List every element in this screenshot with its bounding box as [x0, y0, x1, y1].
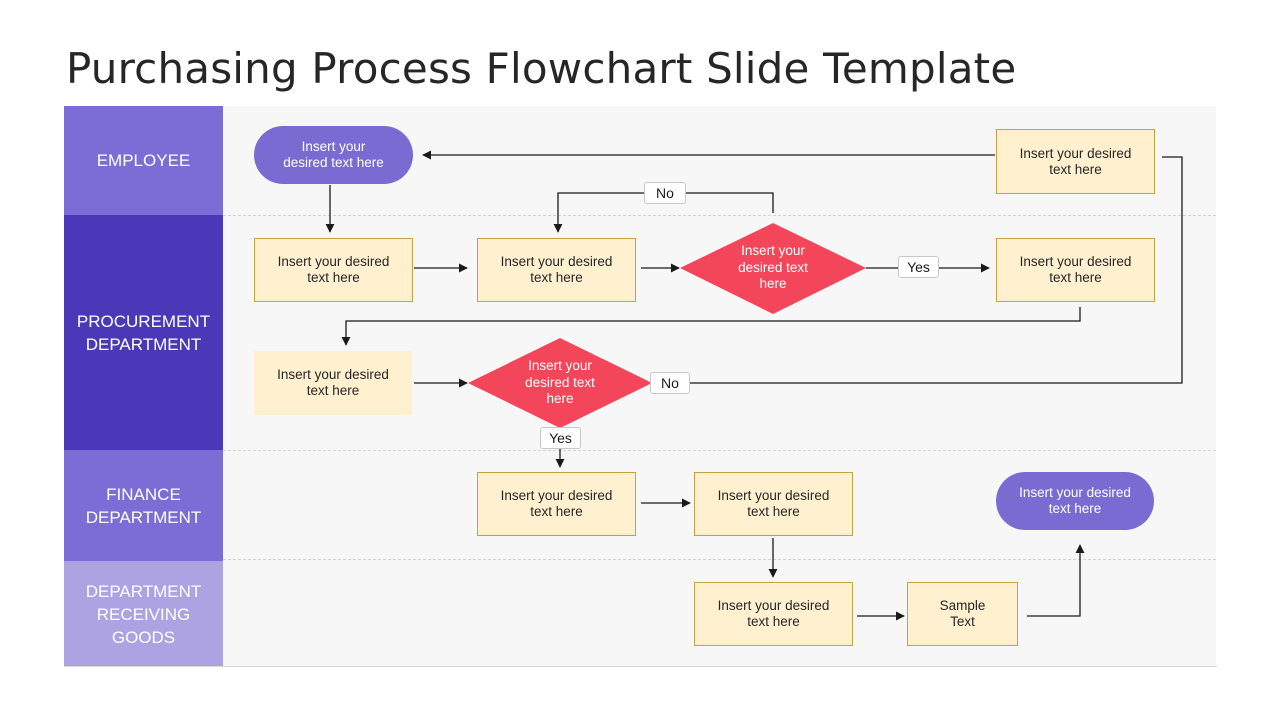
- lane-divider: [223, 559, 1216, 560]
- lane-procurement-label: PROCUREMENT DEPARTMENT: [76, 311, 211, 354]
- procurement-step2-node[interactable]: Insert your desired text here: [477, 238, 636, 302]
- connector-arrow: [1027, 544, 1085, 617]
- receiving-step2-node[interactable]: Sample Text: [907, 582, 1018, 646]
- decision-diamond: [680, 223, 866, 314]
- lane-receiving: DEPARTMENT RECEIVING GOODS: [64, 561, 223, 667]
- lane-employee-label: EMPLOYEE: [96, 151, 191, 170]
- branch-label-yes: Yes: [898, 256, 939, 278]
- finance-step2-node[interactable]: Insert your desired text here: [694, 472, 853, 536]
- lane-divider: [223, 215, 1216, 216]
- lane-procurement: PROCUREMENT DEPARTMENT: [64, 215, 223, 450]
- procurement-step4-node[interactable]: Insert your desired text here: [254, 351, 412, 415]
- lane-receiving-label: DEPARTMENT RECEIVING GOODS: [85, 581, 202, 647]
- lane-employee: EMPLOYEE: [64, 106, 223, 215]
- employee-start-node[interactable]: Insert your desired text here: [254, 126, 413, 184]
- receiving-step1-node[interactable]: Insert your desired text here: [694, 582, 853, 646]
- lane-finance-label: FINANCE DEPARTMENT: [85, 484, 202, 527]
- employee-notify-node[interactable]: Insert your desired text here: [996, 129, 1155, 194]
- connector-arrow: [341, 307, 1081, 346]
- decision-diamond: [468, 338, 652, 428]
- lane-finance: FINANCE DEPARTMENT: [64, 450, 223, 561]
- procurement-step1-node[interactable]: Insert your desired text here: [254, 238, 413, 302]
- connector-line: [652, 156, 1183, 384]
- lane-divider: [223, 450, 1216, 451]
- procurement-step3-node[interactable]: Insert your desired text here: [996, 238, 1155, 302]
- procurement-decision1-label[interactable]: Insert your desired text here: [738, 243, 808, 292]
- page-title: Purchasing Process Flowchart Slide Templ…: [66, 44, 1017, 93]
- branch-label-no: No: [644, 182, 686, 204]
- branch-label-no: No: [650, 372, 690, 394]
- branch-label-yes: Yes: [540, 427, 581, 449]
- bottom-rule: [64, 666, 1217, 667]
- procurement-decision2-label[interactable]: Insert your desired text here: [525, 358, 595, 407]
- finance-end-node[interactable]: Insert your desired text here: [996, 472, 1154, 530]
- finance-step1-node[interactable]: Insert your desired text here: [477, 472, 636, 536]
